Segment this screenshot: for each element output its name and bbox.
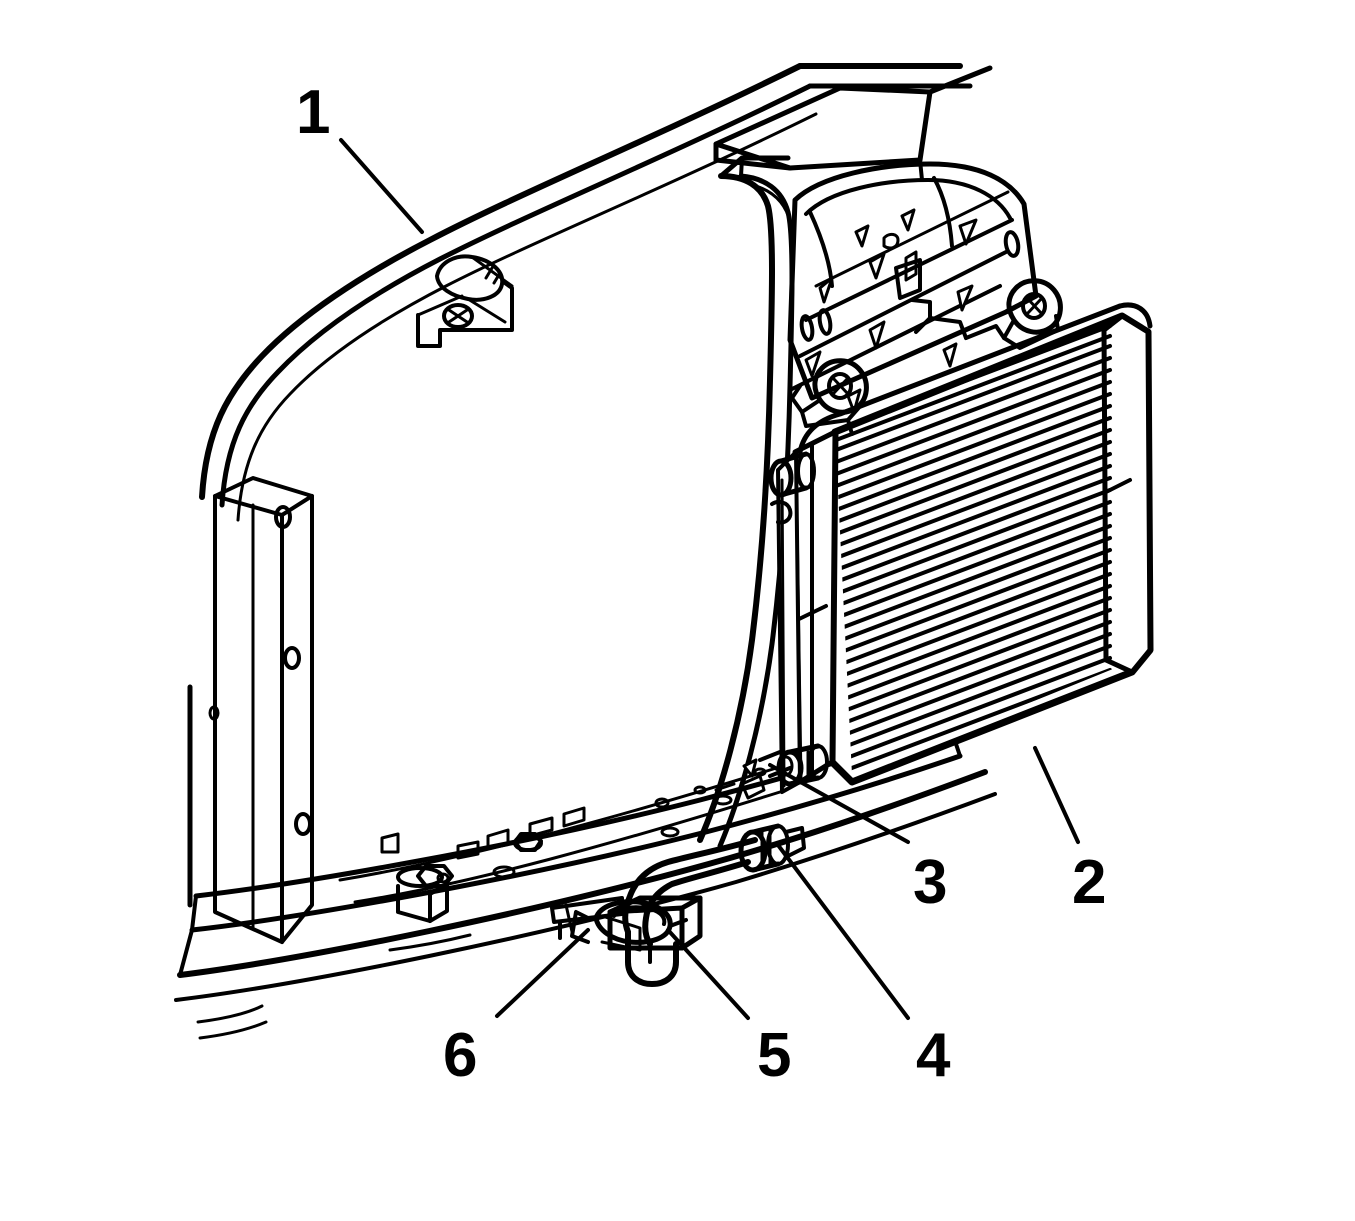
leader-5 [666, 928, 750, 1020]
left-vertical-post [187, 476, 314, 944]
callout-label-6: 6 [443, 1021, 478, 1090]
callout-label-3: 3 [913, 848, 948, 917]
leader-lines [339, 138, 1080, 1020]
radiator-inlet-nipple [768, 451, 816, 525]
lower-radiator-hose [550, 823, 806, 987]
leader-6 [495, 928, 590, 1018]
upper-shroud-housing [787, 161, 1039, 414]
leader-1 [339, 138, 424, 234]
leader-3 [768, 763, 910, 844]
radiator-core [776, 302, 1154, 794]
rail-stud-details [713, 755, 794, 806]
leader-2 [1033, 746, 1080, 844]
upper-tie-bar [199, 63, 973, 522]
right-vertical-column [697, 65, 993, 849]
callout-label-4: 4 [916, 1021, 951, 1090]
callout-label-2: 2 [1072, 848, 1107, 917]
leader-4 [776, 843, 910, 1020]
callout-label-5: 5 [757, 1021, 792, 1090]
callout-label-1: 1 [296, 78, 331, 147]
radiator-upper-mount-brackets [790, 278, 1063, 436]
